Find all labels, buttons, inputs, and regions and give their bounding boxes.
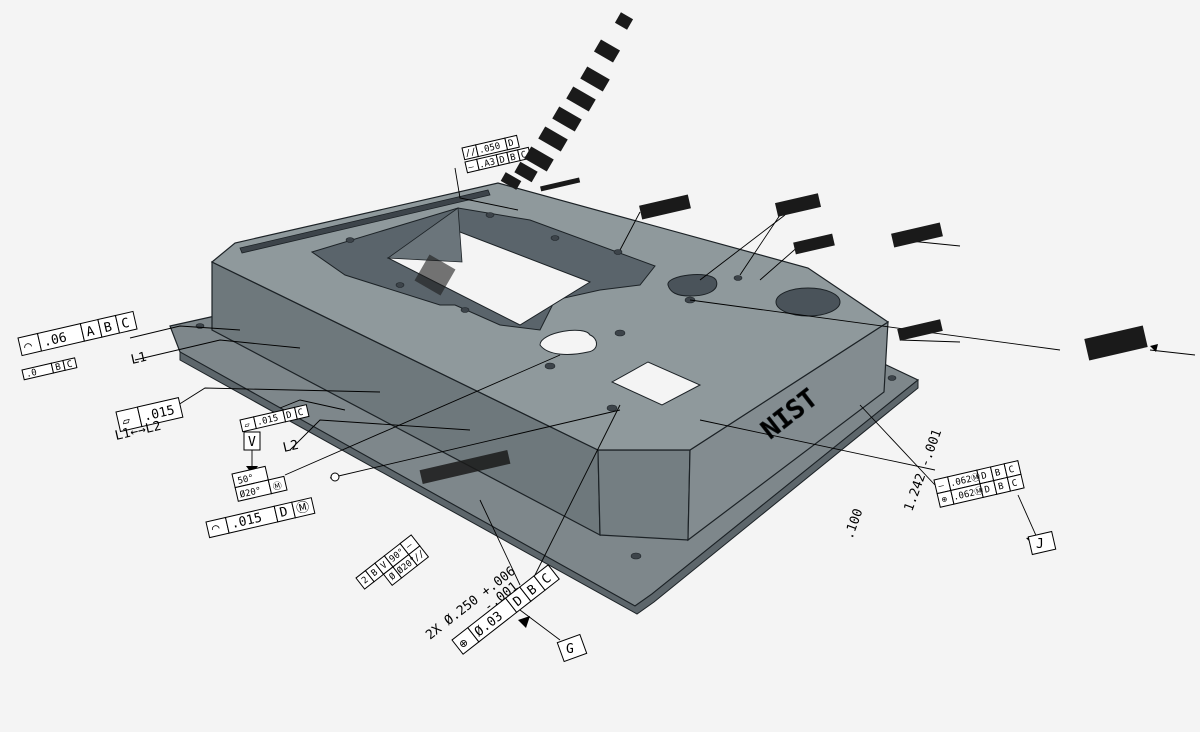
sub-datum-c: C bbox=[66, 360, 74, 371]
parallel-value: .050 bbox=[478, 141, 501, 156]
datum-j: J bbox=[1026, 530, 1057, 556]
right-stack-frame: — .062Ⓜ D B C ⊕ .062Ⓜ D B C bbox=[933, 460, 1025, 508]
datum-a: A bbox=[85, 324, 96, 340]
angle-bottom-modifier: Ⓜ bbox=[272, 480, 283, 493]
leader-lines bbox=[129, 167, 1196, 641]
right-top-datum-b: B bbox=[994, 468, 1002, 479]
right-bot-icon: ⊕ bbox=[941, 495, 949, 506]
flat-small-value: .015 bbox=[256, 413, 279, 428]
right-bot-datum-d: D bbox=[984, 485, 992, 496]
right-top-datum-d: D bbox=[980, 471, 988, 482]
sub-dash: — bbox=[467, 162, 475, 173]
stack-dia: Ø bbox=[387, 570, 399, 582]
chamfer-wall bbox=[597, 449, 691, 541]
right-bot-datum-c: C bbox=[1011, 478, 1019, 489]
bottom-long-modifier: Ⓜ bbox=[295, 500, 311, 518]
profile-icon: ⌒ bbox=[23, 338, 34, 354]
pocket-inner-wall bbox=[386, 207, 463, 263]
long-slot bbox=[239, 189, 491, 254]
datum-flag-icon bbox=[1150, 344, 1158, 352]
angle-top-value: 50° bbox=[237, 473, 255, 486]
bottom-long-frame: ⌒ .015 D Ⓜ bbox=[205, 497, 316, 539]
datum-j-label: J bbox=[1036, 537, 1044, 552]
datum-g: G bbox=[518, 616, 588, 663]
right-top-icon: — bbox=[938, 481, 946, 492]
profile-tolerance: .06 bbox=[42, 330, 68, 350]
keyhole-right bbox=[667, 274, 718, 297]
stack-datum-v: V bbox=[379, 560, 390, 572]
square-through bbox=[610, 361, 702, 406]
bottom-stack-frame: 2 B V 90° — Ø Ø20° // bbox=[355, 534, 430, 590]
datum-g-label: G bbox=[566, 642, 574, 657]
datum-b: B bbox=[102, 320, 113, 336]
bottom-long-value: .015 bbox=[230, 511, 264, 533]
datum-c: C bbox=[120, 316, 131, 332]
flat-small-datum-c: C bbox=[297, 408, 305, 419]
stack-dash: — bbox=[404, 540, 415, 552]
datum-v-label: V bbox=[248, 435, 256, 450]
flat-small-datum-d: D bbox=[285, 410, 293, 421]
flatness-value: .015 bbox=[142, 403, 176, 425]
angle-bottom-value: Ø20° bbox=[239, 485, 263, 501]
flat-small-icon: ▱ bbox=[243, 420, 251, 431]
sub-tolerance: .0 bbox=[25, 368, 38, 380]
sub-datum-c: C bbox=[520, 150, 528, 161]
parallel-datum-d: D bbox=[507, 138, 515, 149]
flatness-icon: ▱ bbox=[121, 413, 132, 429]
sub-datum-b: B bbox=[54, 362, 62, 373]
sub-value: .A3 bbox=[478, 157, 496, 170]
profile-frame-left-sub: .0 B C bbox=[21, 357, 78, 381]
angle-frames: 50° Ø20° Ⓜ bbox=[231, 465, 288, 502]
sub-datum-b: B bbox=[509, 153, 517, 164]
flatness-frame: ▱ .015 bbox=[115, 397, 184, 433]
label-l1: L1 bbox=[130, 350, 149, 368]
right-top-datum-c: C bbox=[1008, 465, 1016, 476]
leader-dot bbox=[330, 472, 340, 482]
hole-pattern bbox=[345, 212, 743, 412]
bottom-long-datum-d: D bbox=[278, 505, 289, 521]
profile-frame-left: ⌒ .06 A B C bbox=[17, 310, 138, 357]
parallel-frame-top: // .050 D bbox=[461, 134, 520, 161]
sub-datum-d: D bbox=[499, 155, 507, 166]
round-pocket bbox=[775, 287, 841, 317]
keyhole-cutout bbox=[539, 329, 597, 355]
part-model: NIST bbox=[169, 182, 920, 615]
bottom-long-icon: ⌒ bbox=[210, 520, 221, 536]
right-bot-datum-b: B bbox=[997, 482, 1005, 493]
flat-small-frame: ▱ .015 D C bbox=[239, 404, 310, 433]
datum-flag-icon bbox=[518, 616, 530, 628]
base-flange-edge bbox=[179, 351, 919, 615]
parallel-icon: // bbox=[464, 147, 477, 159]
stack-datum-b: B bbox=[370, 568, 380, 579]
dense-annotation-blocks bbox=[414, 12, 1148, 484]
stack-qty: 2 bbox=[360, 575, 370, 586]
label-l2: L2 bbox=[282, 438, 301, 456]
thickness-dimension: .100 bbox=[842, 507, 867, 542]
